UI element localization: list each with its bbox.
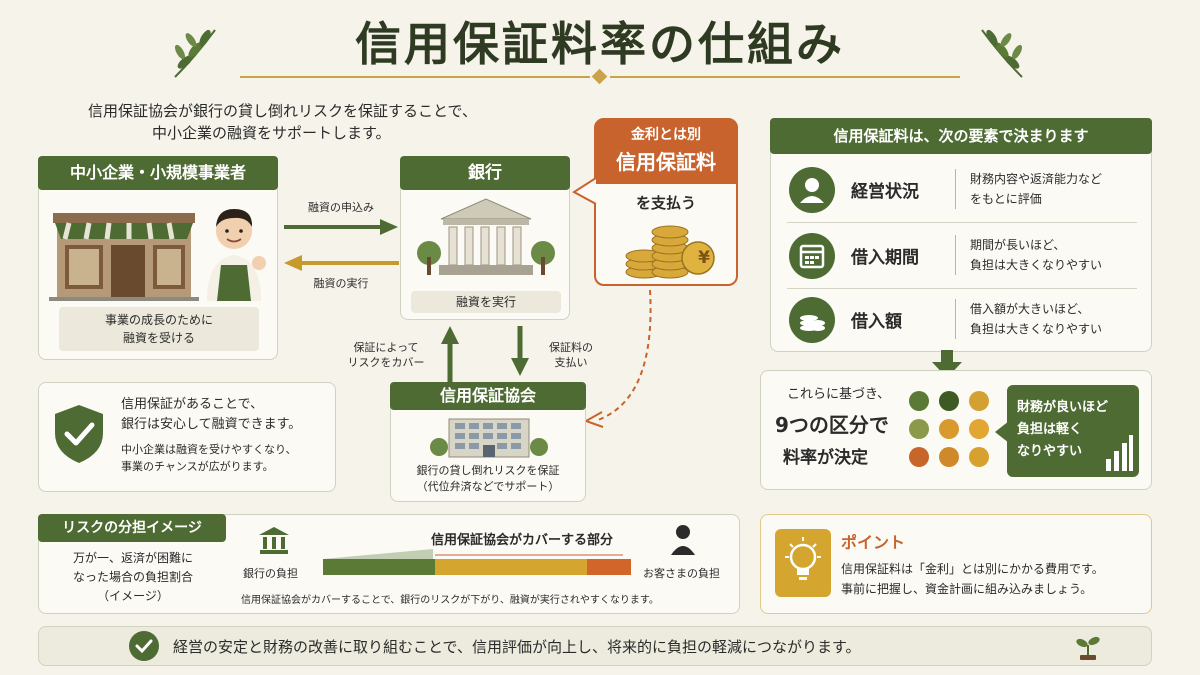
apply-label: 融資の申込み	[308, 201, 374, 214]
arrow-up-guarantee	[441, 326, 459, 384]
factor-row-amount: 借入額 借入額が大きいほど、 負担は大きくなりやすい	[783, 291, 1141, 349]
title-underline-left	[240, 76, 590, 78]
tiers-note-pointer	[995, 421, 1009, 443]
coins-icon	[789, 297, 835, 343]
arrow-right-apply	[284, 219, 398, 235]
factors-header: 信用保証料は、次の要素で決まります	[770, 118, 1152, 154]
tiers-intro: これらに基づき、	[787, 387, 891, 402]
check-circle-icon	[129, 631, 159, 661]
laurel-right-icon	[981, 29, 1023, 78]
laurel-left-icon	[174, 29, 216, 78]
tiers-note-text: 財務が良いほど 負担は軽く なりやすい	[1017, 400, 1109, 459]
shield-check-icon	[55, 405, 103, 463]
bottom-banner: 経営の安定と財務の改善に取り組むことで、信用評価が向上し、将来的に負担の軽減につ…	[38, 626, 1152, 666]
factor-name: 借入期間	[851, 248, 919, 268]
association-card: 信用保証協会 銀行の貸し倒れリスクを保証 （代位弁済などでサポート）	[390, 382, 586, 502]
tiers-card: これらに基づき、 9つの区分で 料率が決定 財務が良いほど 負担は軽く なりやす…	[760, 370, 1152, 490]
benefit-card: 信用保証があることで、 銀行は安心して融資できます。 中小企業は融資を受けやすく…	[38, 382, 336, 492]
tier-dot	[939, 391, 959, 411]
tier-dot-grid	[909, 391, 991, 473]
person-icon	[789, 167, 835, 213]
sprout-icon	[1076, 636, 1100, 660]
risk-customer-label: お客さまの負担	[643, 567, 720, 580]
sme-header: 中小企業・小規模事業者	[38, 156, 278, 190]
customer-icon	[671, 525, 695, 555]
lead-text: 信用保証協会が銀行の貸し倒れリスクを保証することで、 中小企業の融資をサポートし…	[88, 102, 477, 142]
risk-desc: 万が一、返済が困難に なった場合の負担割合 （イメージ）	[72, 551, 193, 603]
shop-owner-icon	[207, 209, 266, 301]
risk-share-bar	[323, 549, 631, 575]
tier-dot	[939, 419, 959, 439]
calendar-icon	[789, 233, 835, 279]
lightbulb-icon	[775, 529, 831, 597]
execute-label: 融資の実行	[313, 277, 369, 290]
risk-header: リスクの分担イメージ	[38, 514, 226, 542]
yen-symbol: ¥	[698, 248, 710, 268]
guarantee-label: 保証によって リスクをカバー	[347, 341, 425, 369]
fee-callout: 金利とは別 信用保証料 を支払う ¥	[594, 118, 738, 286]
factors-card: 信用保証料は、次の要素で決まります 経営状況 財務内容や返済能力など をもとに評…	[770, 118, 1152, 352]
point-card: ポイント 信用保証料は「金利」とは別にかかる費用です。 事前に把握し、資金計画に…	[760, 514, 1152, 614]
sme-card: 中小企業・小規模事業者 事業の成長のために 融資を受ける	[38, 156, 278, 360]
tier-dot	[909, 391, 929, 411]
callout-header: 金利とは別 信用保証料	[594, 118, 738, 184]
divider	[787, 222, 1137, 223]
point-header: ポイント	[841, 533, 906, 552]
factor-name: 経営状況	[851, 182, 919, 202]
factor-desc: 財務内容や返済能力など をもとに評価	[955, 169, 1141, 209]
tier-dot	[909, 447, 929, 467]
arrow-down-fee	[511, 326, 529, 376]
tiers-decide: 料率が決定	[783, 448, 868, 468]
callout-pointer	[572, 177, 597, 205]
association-caption: 銀行の貸し倒れリスクを保証 （代位弁済などでサポート）	[416, 464, 560, 493]
risk-assoc-label: 信用保証協会がカバーする部分	[431, 533, 614, 548]
factor-desc: 借入額が大きいほど、 負担は大きくなりやすい	[955, 299, 1141, 339]
callout-pay-text: を支払う	[635, 194, 696, 212]
association-header: 信用保証協会	[390, 382, 586, 410]
bank-caption: 融資を実行	[411, 291, 561, 313]
coins-yen-icon	[625, 225, 715, 279]
benefit-main-text: 信用保証があることで、 銀行は安心して融資できます。	[121, 397, 302, 432]
tier-dot	[969, 447, 989, 467]
divider	[787, 288, 1137, 289]
sme-caption: 事業の成長のために 融資を受ける	[59, 307, 259, 351]
tier-dot	[909, 419, 929, 439]
factor-desc: 期間が長いほど、 負担は大きくなりやすい	[955, 235, 1141, 275]
fee-payment-label: 保証料の 支払い	[549, 341, 593, 369]
risk-footnote: 信用保証協会がカバーすることで、銀行のリスクが下がり、融資が実行されやすくなりま…	[241, 595, 659, 606]
page-title: 信用保証料率の仕組み	[355, 17, 845, 71]
factor-name: 借入額	[851, 312, 902, 332]
tiers-count: 9つの区分で	[775, 413, 889, 437]
factor-row-management: 経営状況 財務内容や返済能力など をもとに評価	[783, 161, 1141, 219]
arrow-left-execute	[284, 255, 399, 271]
bank-small-icon	[259, 527, 289, 554]
tiers-note-box: 財務が良いほど 負担は軽く なりやすい	[1007, 385, 1139, 477]
dashed-arrow-fee	[584, 289, 652, 428]
bank-header: 銀行	[400, 156, 570, 190]
bottom-text: 経営の安定と財務の改善に取り組むことで、信用評価が向上し、将来的に負担の軽減につ…	[173, 638, 861, 656]
title-underline-right	[610, 76, 960, 78]
tier-dot	[969, 391, 989, 411]
tier-dot	[969, 419, 989, 439]
bank-building-icon	[417, 198, 555, 275]
point-text: 信用保証料は「金利」とは別にかかる費用です。 事前に把握し、資金計画に組み込みま…	[841, 562, 1104, 596]
tier-dot	[939, 447, 959, 467]
factor-row-period: 借入期間 期間が長いほど、 負担は大きくなりやすい	[783, 227, 1141, 285]
bank-card: 銀行 融資を実行	[400, 156, 570, 320]
benefit-sub-text: 中小企業は融資を受けやすくなり、 事業のチャンスが広がります。	[121, 443, 297, 473]
risk-card: リスクの分担イメージ 万が一、返済が困難に なった場合の負担割合 （イメージ） …	[38, 514, 740, 614]
bar-chart-icon	[1106, 435, 1133, 471]
office-building-icon	[430, 418, 548, 458]
shop-icon	[49, 213, 199, 301]
risk-bank-label: 銀行の負担	[243, 567, 298, 580]
